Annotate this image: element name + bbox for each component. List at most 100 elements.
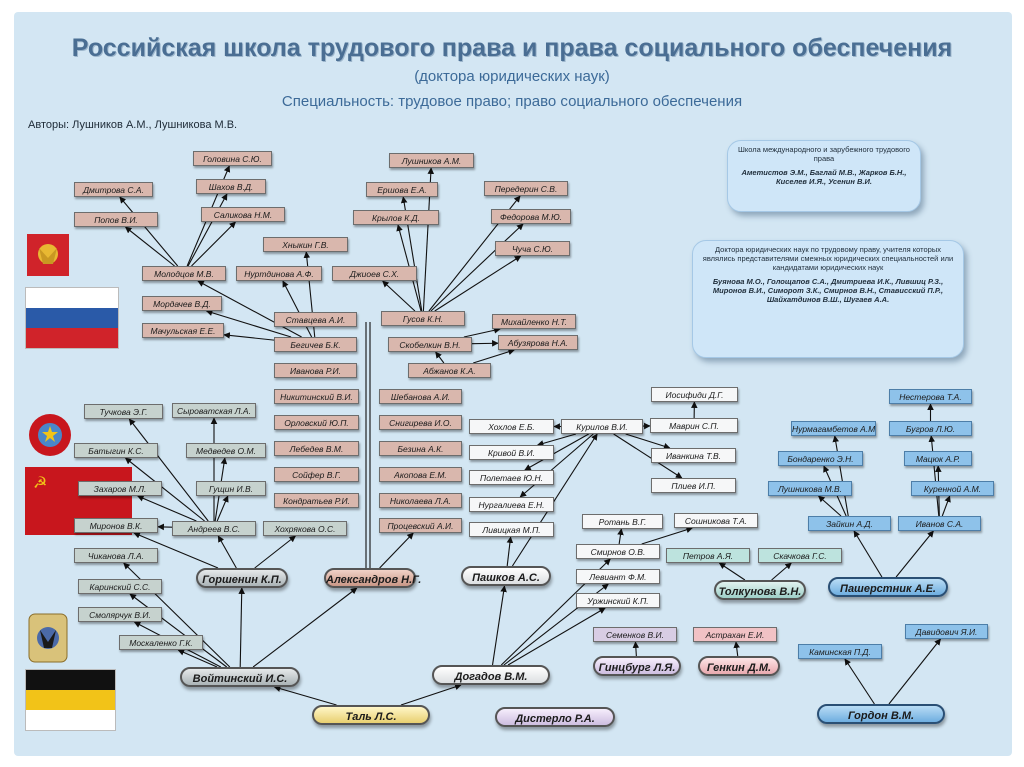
- node-khokhlov[interactable]: Хохлов Е.Б.: [469, 419, 554, 434]
- node-ivanova-ri[interactable]: Иванова Р.И.: [274, 363, 357, 378]
- connector-arrow: [817, 495, 842, 517]
- node-nurtdinova[interactable]: Нуртдинова А.Ф.: [236, 266, 322, 281]
- founder-dogadov[interactable]: Догадов В.М.: [432, 665, 550, 685]
- founder-aleksandrov[interactable]: Александров Н.Г.: [324, 568, 421, 588]
- node-petrov[interactable]: Петров А.Я.: [666, 548, 750, 563]
- node-batygin[interactable]: Батыгин К.С.: [74, 443, 158, 458]
- node-livitskaya[interactable]: Ливицкая М.П.: [469, 522, 554, 537]
- node-medvedev[interactable]: Медведев О.М.: [186, 443, 266, 458]
- node-urzhinskiy[interactable]: Уржинский К.П.: [576, 593, 660, 608]
- node-lushnikov-am[interactable]: Лушников А.М.: [389, 153, 474, 168]
- node-abuzyarova[interactable]: Абузярова Н.А.: [498, 335, 578, 350]
- node-shakhov[interactable]: Шахов В.Д.: [196, 179, 266, 194]
- founder-gorshenin[interactable]: Горшенин К.П.: [196, 568, 288, 588]
- node-nurgalieva[interactable]: Нургалиева Е.Н.: [469, 497, 554, 512]
- node-mordachev[interactable]: Мордачев В.Д.: [142, 296, 222, 311]
- node-kaminskaya[interactable]: Каминская П.Д.: [798, 644, 882, 659]
- node-golovina[interactable]: Головина С.Ю.: [193, 151, 272, 166]
- node-akopova[interactable]: Акопова Е.М.: [379, 467, 462, 482]
- node-zakharov[interactable]: Захаров М.Л.: [78, 481, 162, 496]
- node-rotan[interactable]: Ротань В.Г.: [582, 514, 663, 529]
- node-mikhaylenko[interactable]: Михайленко Н.Т.: [492, 314, 576, 329]
- node-dmitrova[interactable]: Дмитрова С.А.: [74, 182, 153, 197]
- node-snigireva[interactable]: Снигирева И.О.: [379, 415, 462, 430]
- node-bondarenko[interactable]: Бондаренко Э.Н.: [778, 451, 863, 466]
- founder-disterlo[interactable]: Дистерло Р.А.: [495, 707, 615, 727]
- node-soshnikova[interactable]: Сошникова Т.А.: [674, 513, 758, 528]
- connector-arrow: [197, 280, 302, 338]
- node-khokhryakova[interactable]: Хохрякова О.С.: [263, 521, 347, 536]
- node-gushchin[interactable]: Гущин И.В.: [196, 481, 266, 496]
- node-davidovich[interactable]: Давидович Я.И.: [905, 624, 988, 639]
- node-mavrin[interactable]: Маврин С.П.: [650, 418, 738, 433]
- node-iosifidi[interactable]: Иосифиди Д.Г.: [651, 387, 738, 402]
- founder-gintsburg[interactable]: Гинцбург Л.Я.: [593, 656, 681, 676]
- node-nikolaeva[interactable]: Николаева Л.А.: [379, 493, 462, 508]
- node-zaykin[interactable]: Зайкин А.Д.: [808, 516, 891, 531]
- founder-pasherstnik[interactable]: Пашерстник А.Е.: [828, 577, 948, 597]
- node-perederin[interactable]: Передерин С.В.: [484, 181, 568, 196]
- node-gusov[interactable]: Гусов К.Н.: [381, 311, 465, 326]
- founder-gordon[interactable]: Гордон В.М.: [817, 704, 945, 724]
- node-bugrov[interactable]: Бугров Л.Ю.: [889, 421, 972, 436]
- connector-arrow: [625, 433, 671, 450]
- node-matsyuk[interactable]: Мацюк А.Р.: [904, 451, 972, 466]
- founder-pashkov[interactable]: Пашков А.С.: [461, 566, 551, 586]
- node-machulskaya[interactable]: Мачульская Е.Е.: [142, 323, 224, 338]
- node-krivoy[interactable]: Кривой В.И.: [469, 445, 554, 460]
- node-syrovatskaya[interactable]: Сыроватская Л.А.: [172, 403, 256, 418]
- node-fedorova[interactable]: Федорова М.Ю.: [491, 209, 571, 224]
- node-soyfer[interactable]: Сойфер В.Г.: [274, 467, 359, 482]
- node-nesterova[interactable]: Нестерова Т.А.: [889, 389, 972, 404]
- node-molodtsov[interactable]: Молодцов М.В.: [142, 266, 226, 281]
- node-tuchkova[interactable]: Тучкова Э.Г.: [84, 404, 163, 419]
- connector-arrow: [254, 535, 296, 569]
- connector-arrow: [853, 530, 883, 578]
- connector-arrow: [888, 638, 941, 705]
- node-semenkov[interactable]: Семенков В.И.: [593, 627, 677, 642]
- node-orlovskiy[interactable]: Орловский Ю.П.: [274, 415, 359, 430]
- founder-voytinskiy[interactable]: Войтинский И.С.: [180, 667, 300, 687]
- node-begichev[interactable]: Бегичев Б.К.: [274, 337, 357, 352]
- node-andreev[interactable]: Андреев В.С.: [172, 521, 256, 536]
- node-kondratev[interactable]: Кондратьев Р.И.: [274, 493, 359, 508]
- node-khnykin[interactable]: Хныкин Г.В.: [263, 237, 348, 252]
- node-nikitinskiy[interactable]: Никитинский В.И.: [274, 389, 359, 404]
- node-astrakhan[interactable]: Астрахан Е.И.: [693, 627, 777, 642]
- node-pliev[interactable]: Плиев И.П.: [651, 478, 736, 493]
- node-abzhanov[interactable]: Абжанов К.А.: [408, 363, 491, 378]
- founder-tal[interactable]: Таль Л.С.: [312, 705, 430, 725]
- node-shebanova[interactable]: Шебанова А.И.: [379, 389, 462, 404]
- node-ivankina[interactable]: Иванкина Т.В.: [651, 448, 736, 463]
- node-kurilov[interactable]: Курилов В.И.: [561, 419, 643, 434]
- connector-arrow: [733, 641, 740, 657]
- node-skachkova[interactable]: Скачкова Г.С.: [758, 548, 842, 563]
- node-bezina[interactable]: Безина А.К.: [379, 441, 462, 456]
- node-lushnikova-mv[interactable]: Лушникова М.В.: [768, 481, 852, 496]
- node-protsevskiy[interactable]: Процевский А.И.: [379, 518, 462, 533]
- founder-genkin[interactable]: Генкин Д.М.: [698, 656, 780, 676]
- founder-tolkunova[interactable]: Толкунова В.Н.: [714, 580, 806, 600]
- node-ivanov-sa[interactable]: Иванов С.А.: [898, 516, 981, 531]
- node-chikanova[interactable]: Чиканова Л.А.: [74, 548, 158, 563]
- node-chucha[interactable]: Чуча С.Ю.: [495, 241, 570, 256]
- node-dzhioev[interactable]: Джиоев С.Х.: [332, 266, 417, 281]
- node-moskalenko[interactable]: Москаленко Г.К.: [119, 635, 203, 650]
- connector-arrow: [434, 255, 522, 312]
- node-skobelkin[interactable]: Скобелкин В.Н.: [388, 337, 472, 352]
- node-ershova[interactable]: Ершова Е.А.: [366, 182, 438, 197]
- node-lebedev[interactable]: Лебедев В.М.: [274, 441, 359, 456]
- node-smirnov-ov[interactable]: Смирнов О.В.: [576, 544, 660, 559]
- node-salikova[interactable]: Саликова Н.М.: [201, 207, 285, 222]
- node-smolyarchuk[interactable]: Смолярчук В.И.: [78, 607, 162, 622]
- node-krylov[interactable]: Крылов К.Д.: [353, 210, 439, 225]
- node-mironov-vk[interactable]: Миронов В.К.: [74, 518, 158, 533]
- node-stavtseva[interactable]: Ставцева А.И.: [274, 312, 357, 327]
- node-karinskiy[interactable]: Каринский С.С.: [78, 579, 162, 594]
- connector-arrow: [273, 685, 337, 706]
- node-nurmagambetov[interactable]: Нурмагамбетов А.М.: [791, 421, 876, 436]
- node-leviant[interactable]: Левиант Ф.М.: [576, 569, 660, 584]
- node-popov[interactable]: Попов В.И.: [74, 212, 158, 227]
- node-poletaev[interactable]: Полетаев Ю.Н.: [469, 470, 554, 485]
- node-kurennoy[interactable]: Куренной А.М.: [911, 481, 994, 496]
